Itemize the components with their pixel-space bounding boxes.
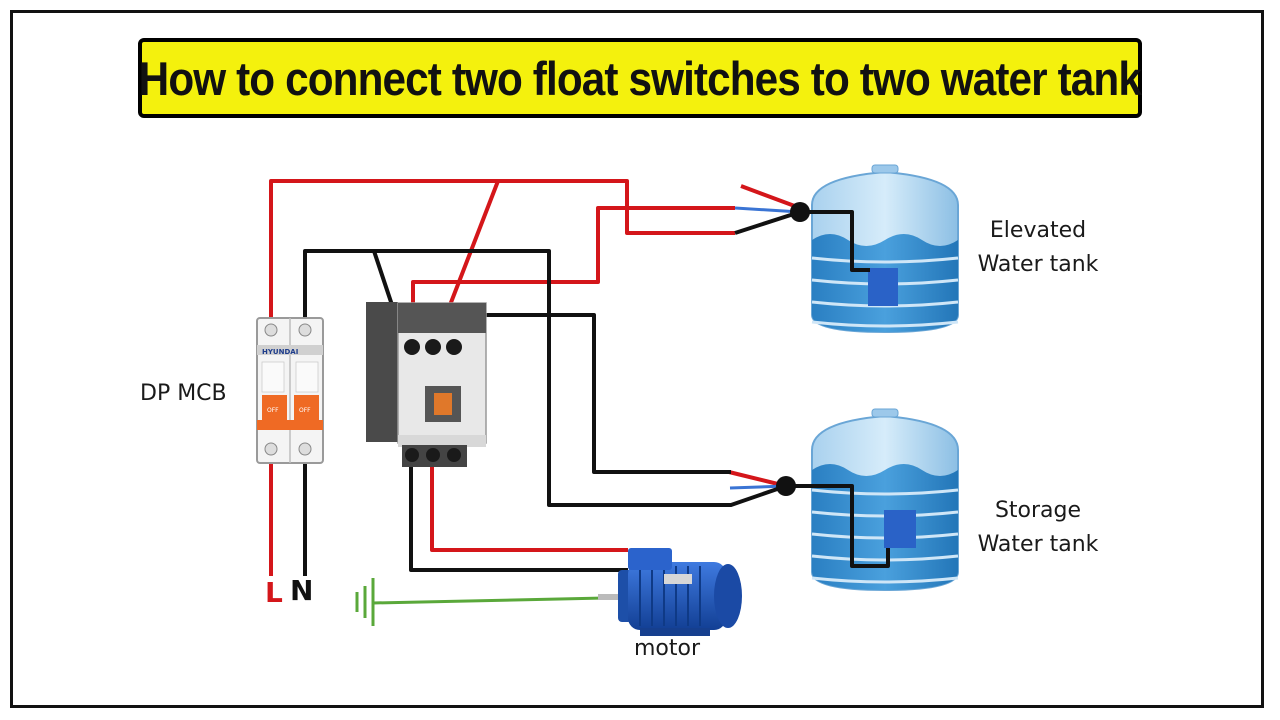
diagram-frame <box>10 10 1264 708</box>
magnetic-contactor <box>366 302 487 467</box>
storage-junction <box>776 476 796 496</box>
mcb-label: DP MCB <box>140 381 227 406</box>
elevated-tank-label-line2: Water tank <box>977 252 1099 277</box>
float-switch-leads <box>729 206 801 490</box>
page-title: How to connect two float switches to two… <box>138 51 1142 105</box>
live-wires <box>269 179 801 576</box>
neutral-and-control-wires <box>303 210 890 576</box>
elevated-float-switch <box>868 268 898 306</box>
mcb-off-left: OFF <box>267 407 279 414</box>
elevated-tank-label-line1: Elevated <box>989 218 1087 243</box>
storage-tank-label: Storage Water tank <box>968 494 1108 562</box>
mcb-off-right: OFF <box>299 407 311 414</box>
dp-mcb: HYUNDAI OFF OFF <box>256 317 324 464</box>
storage-float-switch <box>884 510 916 548</box>
elevated-tank-label: Elevated Water tank <box>968 214 1108 282</box>
storage-tank-label-line1: Storage <box>994 498 1082 523</box>
storage-tank-label-line2: Water tank <box>977 532 1099 557</box>
title-banner: How to connect two float switches to two… <box>138 38 1142 118</box>
neutral-label: N <box>290 574 314 607</box>
live-label: L <box>265 576 283 609</box>
elevated-water-tank <box>811 164 959 334</box>
motor-label: motor <box>634 636 701 661</box>
storage-water-tank <box>811 408 959 592</box>
mcb-brand: HYUNDAI <box>262 348 298 356</box>
elevated-junction <box>790 202 810 222</box>
earth-ground <box>355 578 606 626</box>
motor <box>598 548 742 636</box>
